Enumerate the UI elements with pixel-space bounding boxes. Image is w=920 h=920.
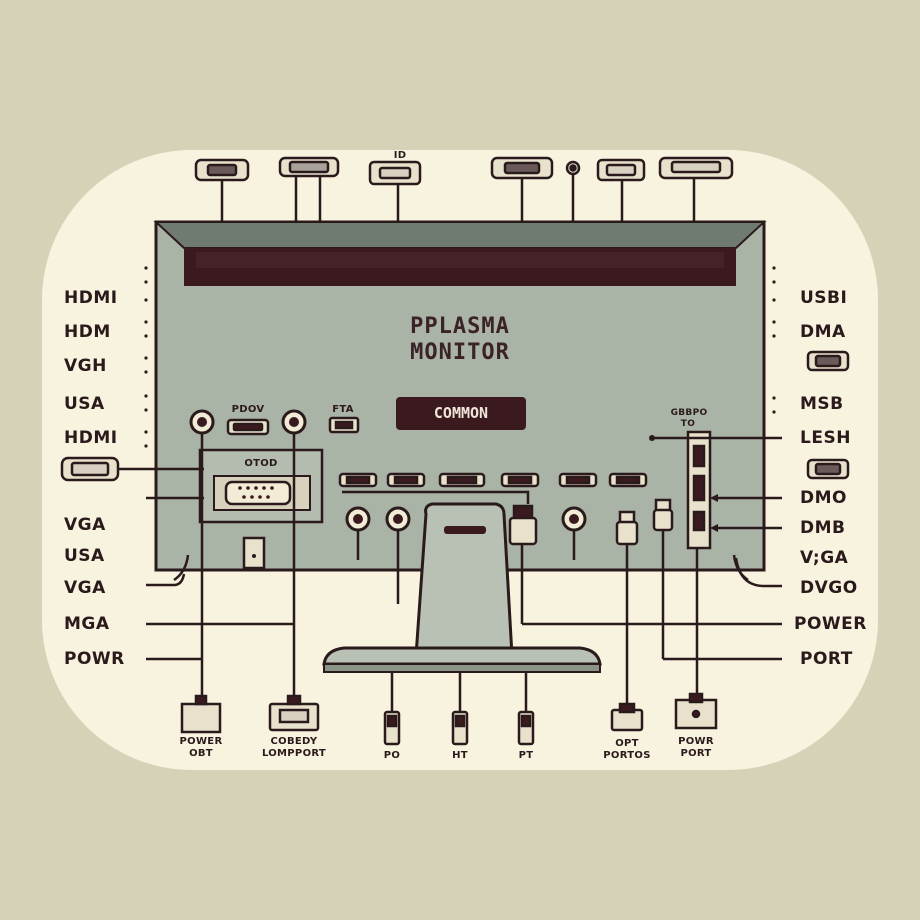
bottom-label-6b: PORTOS	[603, 750, 651, 761]
bottom-connector-6-icon	[610, 702, 644, 732]
left-label-5: HDMI	[64, 428, 118, 448]
left-label-2: HDM	[64, 322, 111, 342]
right-label-1: USBI	[800, 288, 848, 308]
top-connector-1-icon	[194, 158, 250, 182]
bottom-connectors	[180, 692, 718, 746]
top-connector-7-icon	[658, 156, 734, 180]
side-port-panel	[686, 430, 712, 550]
mid-port-6-icon	[608, 472, 648, 488]
bottom-label-7b: PORT	[680, 748, 712, 759]
right-dotted-guide	[772, 266, 776, 414]
top-connector-3-icon	[368, 160, 422, 186]
top-connector-6-icon	[596, 158, 646, 182]
top-connector-5-icon	[565, 160, 581, 176]
vga-port-icon	[213, 475, 311, 511]
usb-plug-1-icon	[508, 504, 538, 546]
power-socket-icon	[242, 536, 266, 570]
right-label-5: DMO	[800, 488, 847, 508]
right-label-7: V;GA	[800, 548, 849, 568]
top-id-label: ID	[393, 150, 407, 161]
bottom-label-3: PO	[383, 750, 401, 761]
left-label-8: VGA	[64, 578, 106, 598]
otod-label: OTOD	[244, 458, 278, 469]
bottom-label-5: PT	[518, 750, 534, 761]
top-connector-4-icon	[490, 156, 554, 180]
right-label-3: MSB	[800, 394, 844, 414]
bottom-connector-5-icon	[517, 710, 535, 746]
to-label: TO	[680, 419, 696, 429]
left-label-7: USA	[64, 546, 105, 566]
mid-port-2-icon	[386, 472, 426, 488]
bottom-label-1b: OBT	[189, 748, 213, 759]
audio-jack-2-icon	[385, 506, 411, 532]
mid-port-5-icon	[558, 472, 598, 488]
right-connector-2-icon	[806, 458, 850, 480]
mid-port-row	[338, 472, 648, 488]
left-label-6: VGA	[64, 515, 106, 535]
top-connectors	[194, 156, 734, 186]
bottom-connector-4-icon	[451, 710, 469, 746]
right-label-2: DMA	[800, 322, 846, 342]
top-connector-2-icon	[278, 156, 340, 178]
left-port-circle-2-icon	[281, 409, 307, 435]
title-line-2: MONITOR	[410, 340, 510, 365]
left-label-1: HDMI	[64, 288, 118, 308]
right-label-4: LESH	[800, 428, 851, 448]
left-dotted-guide	[144, 266, 148, 448]
bottom-connector-3-icon	[383, 710, 401, 746]
audio-jack-1-icon	[345, 506, 371, 532]
bottom-label-2b: LOMPPORT	[261, 748, 327, 759]
usb-plug-2-icon	[615, 510, 639, 546]
vent-bevel	[153, 221, 767, 249]
monitor-stand	[322, 502, 602, 673]
bottom-connector-7-icon	[674, 692, 718, 730]
mid-port-3-icon	[438, 472, 486, 488]
bottom-label-2a: COBEDY	[270, 736, 318, 747]
mid-port-1-icon	[338, 472, 378, 488]
gbbpo-label: GBBPO	[670, 408, 708, 418]
right-label-9: POWER	[794, 614, 867, 634]
right-label-6: DMB	[800, 518, 846, 538]
right-label-10: PORT	[800, 649, 853, 669]
right-label-8: DVGO	[800, 578, 858, 598]
left-port-circle-1-icon	[189, 409, 215, 435]
usb-plug-3-icon	[652, 498, 674, 532]
bottom-label-6a: OPT	[615, 738, 639, 749]
common-badge: COMMON	[396, 397, 526, 430]
bottom-label-7a: POWR	[678, 736, 714, 747]
bottom-connector-2-icon	[268, 694, 320, 732]
fta-label: FTA	[332, 404, 354, 415]
title-line-1: PPLASMA	[410, 314, 510, 339]
pdov-label: PDOV	[231, 404, 265, 415]
left-label-10: POWR	[64, 649, 125, 669]
left-label-4: USA	[64, 394, 105, 414]
bottom-label-1a: POWER	[179, 736, 223, 747]
left-label-3: VGH	[64, 356, 107, 376]
right-connector-1-icon	[806, 350, 850, 372]
fta-port-icon	[328, 416, 360, 434]
bottom-connector-1-icon	[180, 694, 222, 734]
left-label-9: MGA	[64, 614, 110, 634]
bottom-label-4: HT	[452, 750, 468, 761]
pdov-port-icon	[226, 418, 270, 436]
left-connector-icon	[60, 456, 120, 482]
connection-lines	[118, 433, 782, 712]
mid-port-4-icon	[500, 472, 540, 488]
audio-jack-3-icon	[561, 506, 587, 532]
